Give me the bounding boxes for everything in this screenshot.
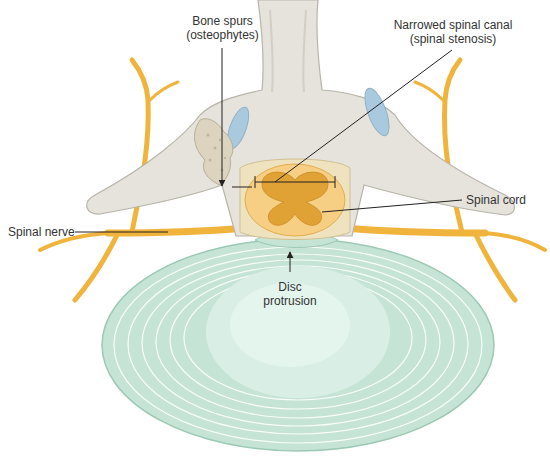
callout-label: Disc protrusion	[252, 280, 328, 308]
bone-spurs	[195, 119, 233, 185]
intervertebral-disc	[102, 233, 494, 452]
callout-label: Bone spurs (osteophytes)	[175, 14, 270, 42]
spinal-canal	[240, 159, 350, 240]
callout-label: Spinal nerve	[8, 225, 78, 239]
callout-label: Spinal cord	[466, 193, 546, 207]
leader-lines	[75, 48, 462, 272]
callout-label: Narrowed spinal canal (spinal stenosis)	[383, 18, 523, 46]
